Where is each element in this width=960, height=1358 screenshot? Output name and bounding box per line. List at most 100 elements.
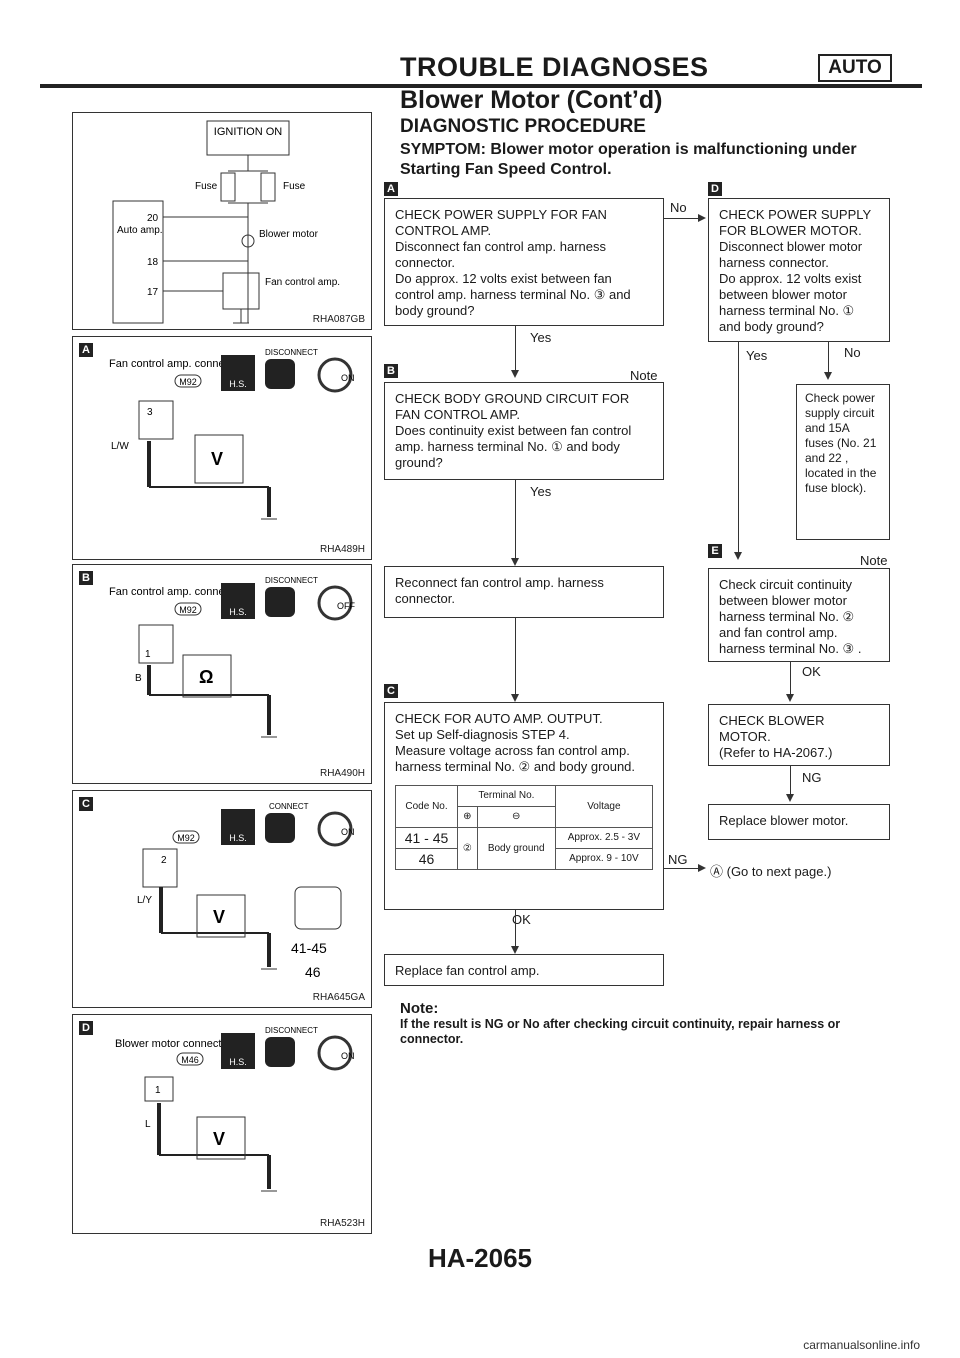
watermark: carmanualsonline.info [803, 1338, 920, 1352]
ground-cell: Body ground [476, 827, 556, 870]
svg-text:2: 2 [161, 855, 167, 866]
arrow-right [698, 214, 706, 222]
connector-line [664, 218, 700, 219]
check-power-box: Check power supply circuit and 15A fuses… [796, 384, 890, 540]
plus-icon: ⊕ [457, 806, 478, 828]
svg-text:H.S.: H.S. [229, 833, 247, 843]
figure-code: RHA490H [319, 768, 365, 779]
svg-text:Blower motor connector: Blower motor connector [115, 1038, 231, 1050]
reconnect-box: Reconnect fan control amp. harness conne… [384, 566, 664, 618]
voltage-cell: Approx. 9 - 10V [554, 848, 654, 870]
note-text: If the result is NG or No after checking… [400, 1017, 841, 1046]
figure-code: RHA523H [319, 1218, 365, 1229]
replace-blower-box: Replace blower motor. [708, 804, 890, 840]
svg-text:CONNECT: CONNECT [269, 802, 309, 811]
figure-code: RHA489H [319, 544, 365, 555]
voltage-table: Code No. Terminal No. Voltage ⊕ ⊖ 41 - 4… [394, 785, 654, 870]
svg-text:46: 46 [305, 964, 321, 980]
connector-panel-c: C M92 H.S. CONNECT ON 2 L/Y V 41-45 46 R… [72, 790, 372, 1008]
ng-label: NG [668, 852, 688, 867]
terminal-cell: ② [457, 827, 478, 870]
yes-label: Yes [746, 348, 768, 363]
svg-text:M92: M92 [179, 605, 197, 615]
yes-label: Yes [530, 484, 552, 499]
note-label: Note [630, 368, 658, 383]
connector-line [738, 342, 739, 556]
circuit-diagram: IGNITION ON Fuse Fuse Blower motor Auto … [112, 120, 340, 324]
connector-line [828, 342, 829, 376]
blower-label: Blower motor [259, 229, 319, 240]
connector-line [790, 662, 791, 698]
step-c-text: CHECK FOR AUTO AMP. OUTPUT. Set up Self-… [395, 711, 636, 774]
step-c-marker: C [384, 684, 398, 698]
svg-text:18: 18 [147, 257, 159, 268]
step-e-marker: E [708, 544, 722, 558]
connector-line [515, 910, 516, 950]
svg-text:ON: ON [341, 827, 355, 837]
svg-text:3: 3 [147, 407, 153, 418]
connector-diagram-b: Fan control amp. connector M92 H.S. DISC… [109, 576, 355, 738]
svg-text:ON: ON [341, 373, 355, 383]
panel-marker: C [79, 797, 93, 811]
panel-marker: B [79, 571, 93, 585]
auto-amp-label: Auto amp. [117, 225, 163, 236]
svg-text:L/Y: L/Y [137, 895, 152, 906]
code-cell: 46 [394, 848, 459, 870]
code-cell: 41 - 45 [394, 827, 459, 849]
svg-text:Fan control amp. connector: Fan control amp. connector [109, 358, 243, 370]
page-subtitle: Blower Motor (Cont’d) [400, 86, 663, 114]
svg-text:M92: M92 [179, 377, 197, 387]
arrow-right [698, 864, 706, 872]
svg-text:V: V [213, 907, 225, 927]
step-b-box: CHECK BODY GROUND CIRCUIT FOR FAN CONTRO… [384, 382, 664, 480]
svg-text:20: 20 [147, 213, 159, 224]
arrow-down [734, 552, 742, 560]
circuit-diagram-panel: IGNITION ON Fuse Fuse Blower motor Auto … [72, 112, 372, 330]
step-b-marker: B [384, 364, 398, 378]
svg-text:L: L [145, 1119, 151, 1130]
panel-marker: D [79, 1021, 93, 1035]
diagram-label: IGNITION ON [214, 126, 283, 138]
svg-text:H.S.: H.S. [229, 379, 247, 389]
connector-diagram-a: Fan control amp. connector M92 H.S. DISC… [109, 348, 355, 520]
auto-badge: AUTO [818, 54, 892, 82]
connector-line [515, 326, 516, 374]
svg-text:DISCONNECT: DISCONNECT [265, 576, 318, 585]
no-label: No [670, 200, 687, 215]
arrow-down [511, 558, 519, 566]
svg-text:ON: ON [341, 1051, 355, 1061]
svg-text:1: 1 [145, 649, 151, 660]
fan-amp-label: Fan control amp. [265, 277, 340, 288]
voltage-cell: Approx. 2.5 - 3V [554, 827, 654, 849]
check-blower-box: CHECK BLOWER MOTOR. (Refer to HA-2067.) [708, 704, 890, 766]
ok-label: OK [512, 912, 531, 927]
arrow-down [786, 694, 794, 702]
figure-code: RHA645GA [312, 992, 365, 1003]
section-title: DIAGNOSTIC PROCEDURE [400, 116, 646, 137]
connector-panel-a: A Fan control amp. connector M92 H.S. DI… [72, 336, 372, 560]
note-label: Note [860, 553, 888, 568]
svg-text:M46: M46 [181, 1055, 199, 1065]
goto-next-page: Ⓐ (Go to next page.) [710, 864, 832, 879]
connector-diagram-d: Blower motor connector M46 H.S. DISCONNE… [115, 1026, 355, 1192]
svg-text:V: V [213, 1129, 225, 1149]
minus-icon: ⊖ [476, 806, 556, 828]
panel-marker: A [79, 343, 93, 357]
svg-text:41-45: 41-45 [291, 940, 327, 956]
page-header-title: TROUBLE DIAGNOSES [400, 52, 709, 82]
symptom-text: SYMPTOM: Blower motor operation is malfu… [400, 141, 857, 178]
arrow-down [824, 372, 832, 380]
yes-label: Yes [530, 330, 552, 345]
svg-text:Ω: Ω [199, 667, 213, 687]
arrow-down [786, 794, 794, 802]
step-d-marker: D [708, 182, 722, 196]
svg-text:V: V [211, 449, 223, 469]
no-label: No [844, 345, 861, 360]
connector-diagram-c: M92 H.S. CONNECT ON 2 L/Y V 41-45 46 [137, 802, 355, 980]
figure-code: RHA087GB [312, 314, 365, 325]
replace-amp-box: Replace fan control amp. [384, 954, 664, 986]
header-rule [40, 84, 922, 88]
ng-label: NG [802, 770, 822, 785]
connector-line [664, 868, 700, 869]
connector-panel-d: D Blower motor connector M46 H.S. DISCON… [72, 1014, 372, 1234]
